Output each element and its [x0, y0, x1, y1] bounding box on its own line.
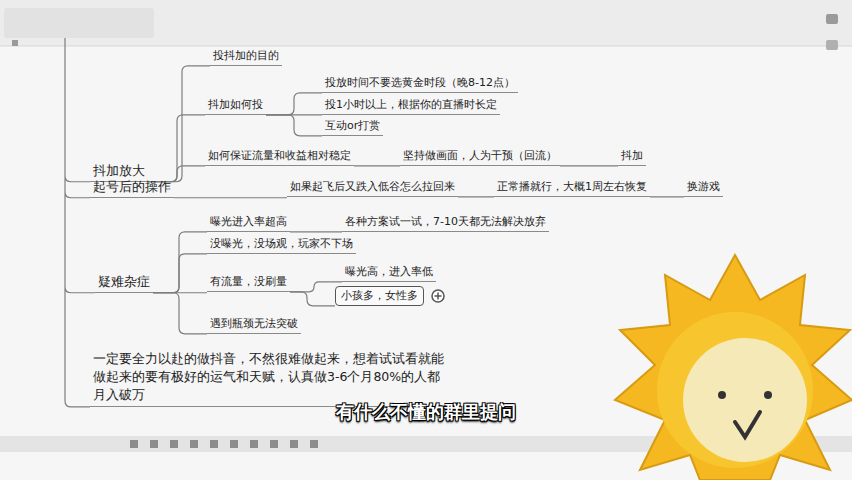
topic-text: 投放时间不要选黄金时段（晚8-12点）: [325, 76, 515, 89]
branch-connector: [458, 196, 494, 197]
topic-text: 换游戏: [687, 180, 720, 193]
topic-text: 各种方案试一试，7-10天都无法解决放弃: [345, 215, 546, 228]
topic-text: 有流量，没刷量: [210, 275, 287, 288]
topic-node: 疑难杂症: [95, 273, 153, 293]
topic-node: 如果起飞后又跌入低谷怎么拉回来: [287, 179, 458, 197]
topic-text: 一定要全力以赴的做抖音，不然很难做起来，想着试试看就能做起来的要有极好的运气和天…: [93, 351, 444, 402]
topic-node: 有流量，没刷量: [207, 274, 290, 292]
topic-node: 投1小时以上，根据你的直播时长定: [322, 97, 500, 115]
topic-text: 抖加: [621, 149, 643, 162]
icon: [826, 40, 838, 50]
topic-node: 小孩多，女性多: [335, 286, 424, 306]
topic-node: 各种方案试一试，7-10天都无法解决放弃: [342, 214, 549, 232]
sun-mascot: [615, 255, 852, 480]
topic-node: 投放时间不要选黄金时段（晚8-12点）: [322, 75, 518, 93]
topic-text: 没曝光，没场观，玩家不下场: [210, 237, 353, 250]
topic-text: 曝光高，进入率低: [345, 265, 433, 278]
topic-node: 正常播就行，大概1周左右恢复: [494, 179, 650, 197]
topic-node: 互动or打赏: [322, 118, 383, 136]
topic-text: 正常播就行，大概1周左右恢复: [497, 180, 647, 193]
topic-node: 曝光进入率超高: [207, 214, 290, 232]
note-topic: 一定要全力以赴的做抖音，不然很难做起来，想着试试看就能做起来的要有极好的运气和天…: [90, 349, 448, 407]
topic-node: 起号后的操作: [90, 178, 174, 198]
branch-connector: [354, 165, 400, 166]
topic-node: 遇到瓶颈无法突破: [207, 316, 301, 334]
subtitle-layer: 有什么不懂的群里提问: [0, 400, 852, 424]
branch-connector: [650, 196, 684, 197]
topic-node: 抖加: [618, 148, 646, 166]
topic-node: 换游戏: [684, 179, 723, 197]
topic-text: 互动or打赏: [325, 119, 380, 132]
branch-connector: [266, 115, 322, 136]
branch-connector: [148, 115, 205, 182]
trunk-line: [65, 38, 95, 407]
top-bar: [0, 0, 852, 46]
branch-connector: [266, 93, 322, 115]
topic-node: 抖加如何投: [205, 97, 266, 115]
topic-text: 坚持做画面，人为干预（回流）: [403, 149, 557, 162]
topic-text: 小孩多，女性多: [341, 289, 418, 302]
branch-connector: [290, 231, 342, 232]
topic-text: 投抖加的目的: [213, 49, 279, 62]
topic-text: 如何保证流量和收益相对稳定: [208, 149, 351, 162]
branch-connector: [148, 66, 210, 182]
icon: [826, 14, 838, 24]
topic-node: 曝光高，进入率低: [342, 264, 436, 282]
branch-connector: [153, 293, 207, 334]
add-topic-icon: [432, 290, 444, 302]
top-bar-border: [0, 46, 852, 47]
taskbar-icons: [130, 440, 318, 448]
topic-node: 如何保证流量和收益相对稳定: [205, 148, 354, 166]
topic-text: 如果起飞后又跌入低谷怎么拉回来: [290, 180, 455, 193]
topic-node: 没曝光，没场观，玩家不下场: [207, 236, 356, 254]
topic-text: 投1小时以上，根据你的直播时长定: [325, 98, 497, 111]
topic-text: 起号后的操作: [93, 179, 171, 194]
branch-connector: [560, 165, 618, 166]
topic-text: 抖加放大: [93, 163, 145, 178]
topic-text: 遇到瓶颈无法突破: [210, 317, 298, 330]
tab: [4, 8, 154, 38]
icon: [12, 40, 18, 46]
topic-text: 抖加如何投: [208, 98, 263, 111]
topic-text: 曝光进入率超高: [210, 215, 287, 228]
branch-connector: [153, 232, 207, 293]
branch-connector: [174, 197, 287, 198]
topic-node: 坚持做画面，人为干预（回流）: [400, 148, 560, 166]
topic-node: 投抖加的目的: [210, 48, 282, 66]
branch-connector: [290, 292, 335, 306]
subtitle-text: 有什么不懂的群里提问: [336, 401, 516, 422]
branch-connector: [153, 254, 207, 293]
topic-text: 疑难杂症: [98, 274, 150, 289]
